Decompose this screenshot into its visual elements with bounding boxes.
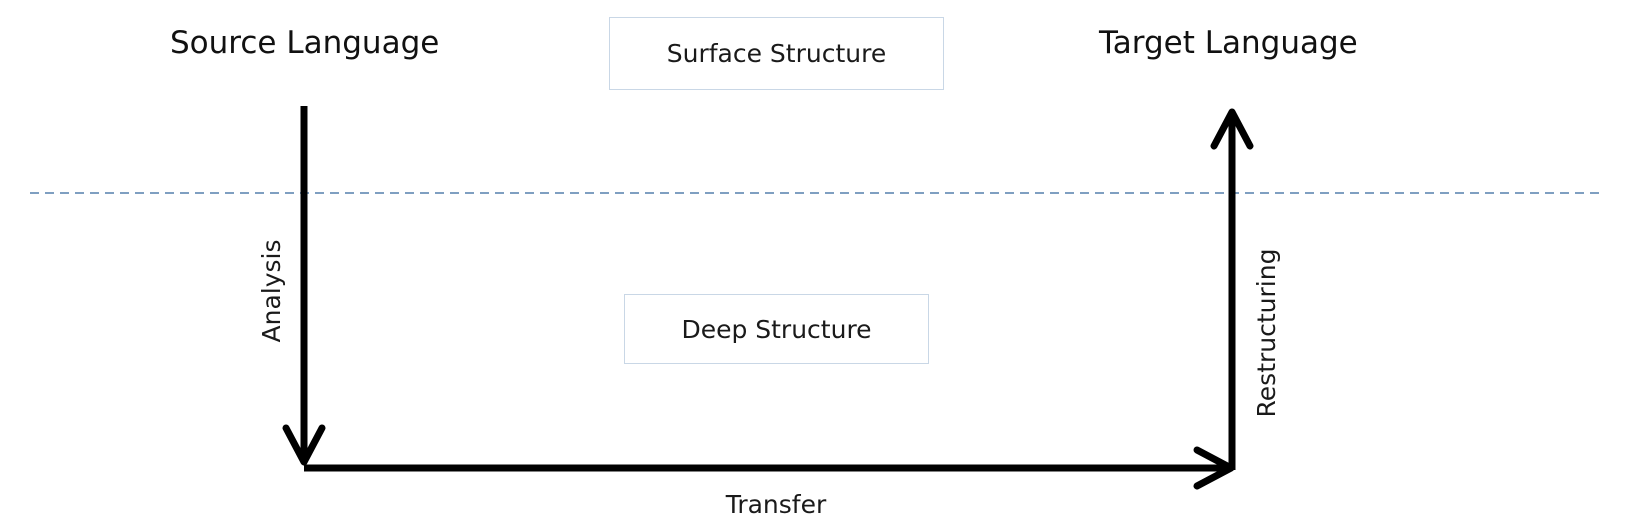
analysis-arrow (282, 106, 326, 466)
transfer-label: Transfer (725, 490, 827, 519)
analysis-label: Analysis (257, 239, 286, 343)
deep-structure-box: Deep Structure (624, 294, 929, 364)
restructuring-arrow (1210, 108, 1254, 470)
target-language-title: Target Language (1099, 25, 1358, 61)
deep-structure-label: Deep Structure (681, 314, 872, 344)
source-language-title: Source Language (170, 25, 440, 61)
restructuring-label: Restructuring (1252, 248, 1281, 418)
surface-structure-box: Surface Structure (609, 17, 944, 90)
transfer-arrow (304, 446, 1235, 490)
surface-structure-label: Surface Structure (666, 39, 887, 68)
